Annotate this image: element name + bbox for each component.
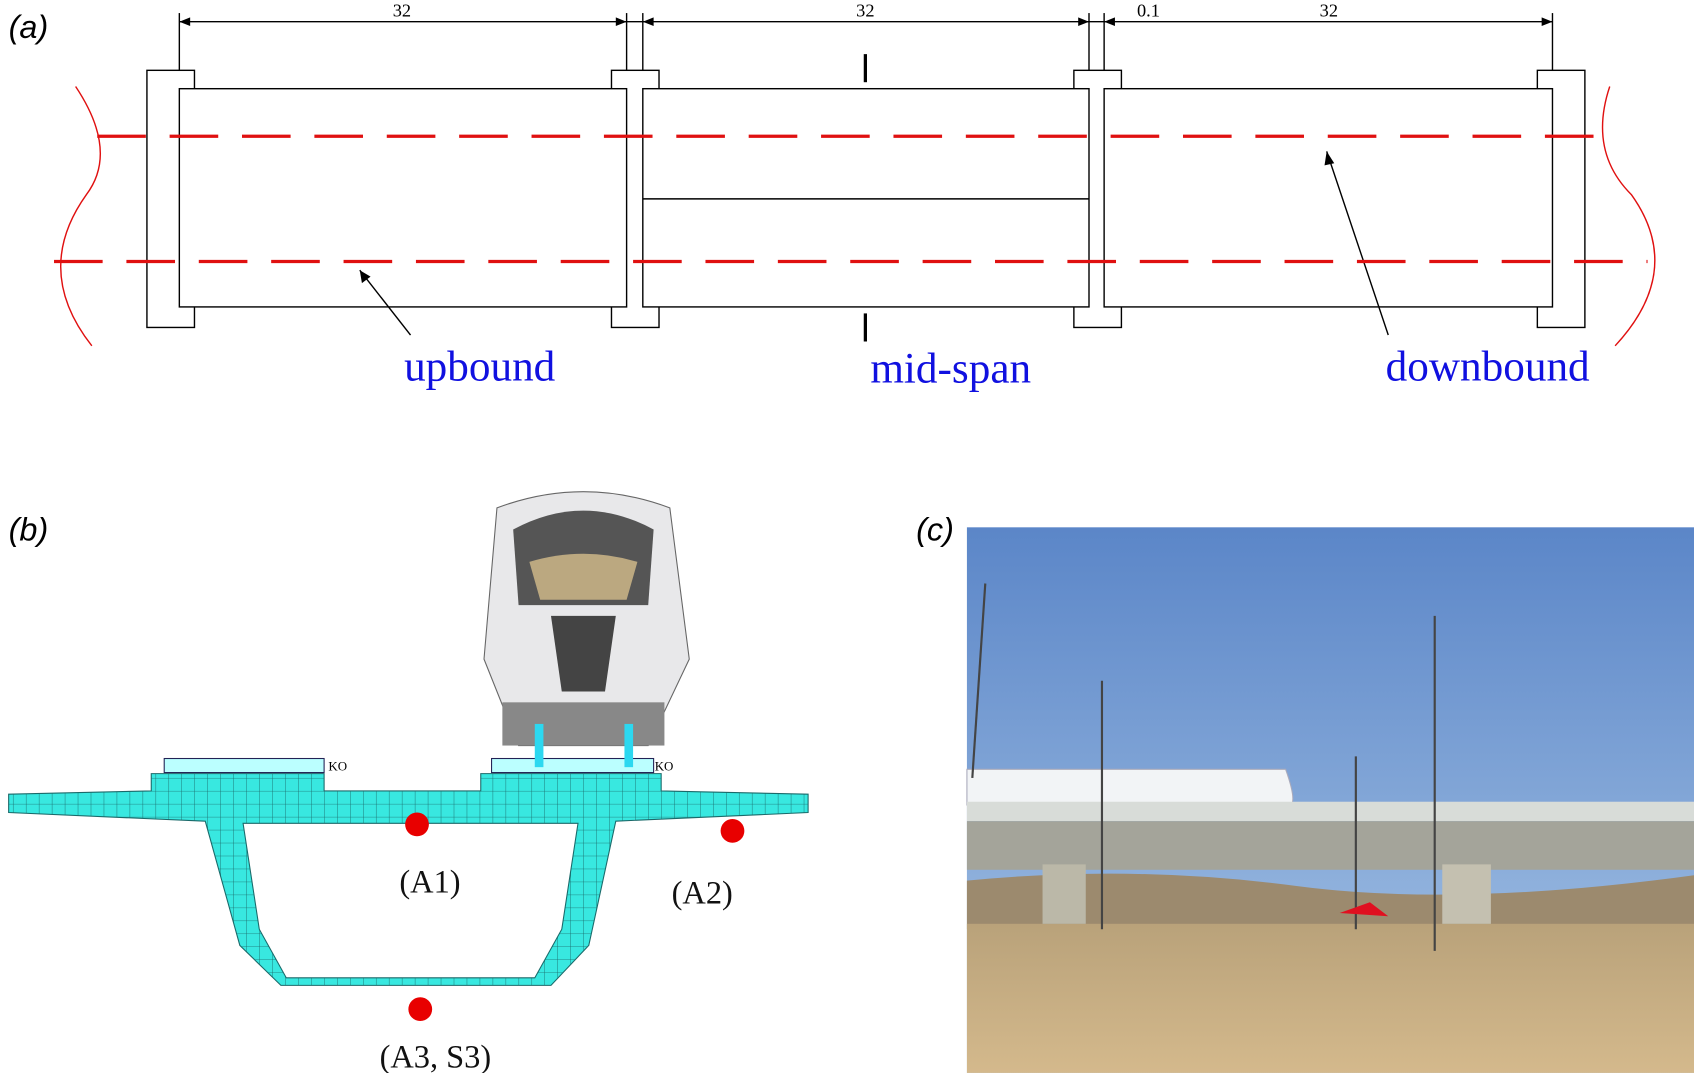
upbound-label: upbound xyxy=(404,342,556,390)
midspan-label: mid-span xyxy=(870,345,1031,393)
sensor-a2-marker xyxy=(720,819,745,843)
sensor-label-a1: (A1) xyxy=(399,864,460,900)
spring-label: KO xyxy=(328,758,347,773)
spring-label: KO xyxy=(655,758,674,773)
bridge-plan-diagram xyxy=(60,13,1656,347)
sensor-a1-marker xyxy=(405,812,429,837)
panel-label-c: (c) xyxy=(916,511,954,547)
sensor-label-a2: (A2) xyxy=(672,875,733,911)
downbound-label: downbound xyxy=(1386,342,1590,390)
field-test-photo xyxy=(966,527,1694,1073)
dimension-label: 0.1 xyxy=(1137,0,1160,20)
dimension-label: 32 xyxy=(856,0,874,20)
panel-label-b: (b) xyxy=(9,511,49,547)
track-lines xyxy=(54,134,1648,264)
sensor-points xyxy=(405,812,745,1022)
dimension-label: 32 xyxy=(1320,0,1338,20)
sensor-a3-marker xyxy=(408,997,433,1022)
train-front-illustration xyxy=(483,491,690,768)
dimension-arrows xyxy=(179,17,1553,284)
dimension-label: 32 xyxy=(393,0,411,20)
box-girder-fe-mesh xyxy=(8,757,809,986)
sensor-label-a3-s3: (A3, S3) xyxy=(380,1039,492,1073)
panel-label-a: (a) xyxy=(9,9,49,45)
